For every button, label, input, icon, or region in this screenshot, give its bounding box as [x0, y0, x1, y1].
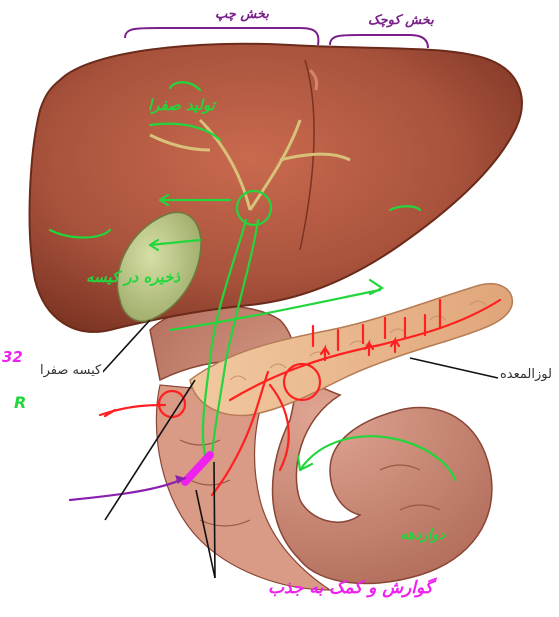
left-lobe-note: بخش کوچک [368, 14, 434, 27]
gallbladder-label: کیسه صفرا [38, 364, 103, 377]
right-lobe-note: بخش چپ [215, 8, 269, 21]
pancreatic-ducts-label: مجراهای لوزالمعده [142, 578, 245, 591]
digestion-note: گوارش و کمک به جذب [268, 580, 433, 597]
margin-number: 32 [2, 350, 23, 365]
bile-duct-label: مجرای صفرا [45, 516, 114, 529]
pancreas-label: لوزالمعده [500, 368, 552, 381]
yellow-bile-note: تولید صفرا [148, 98, 215, 113]
duodenum-note: دوازدهه [400, 528, 445, 542]
bile-storage-note: ذخیره در کیسه [86, 270, 180, 285]
margin-letter: R [14, 395, 26, 411]
liver [30, 44, 522, 332]
